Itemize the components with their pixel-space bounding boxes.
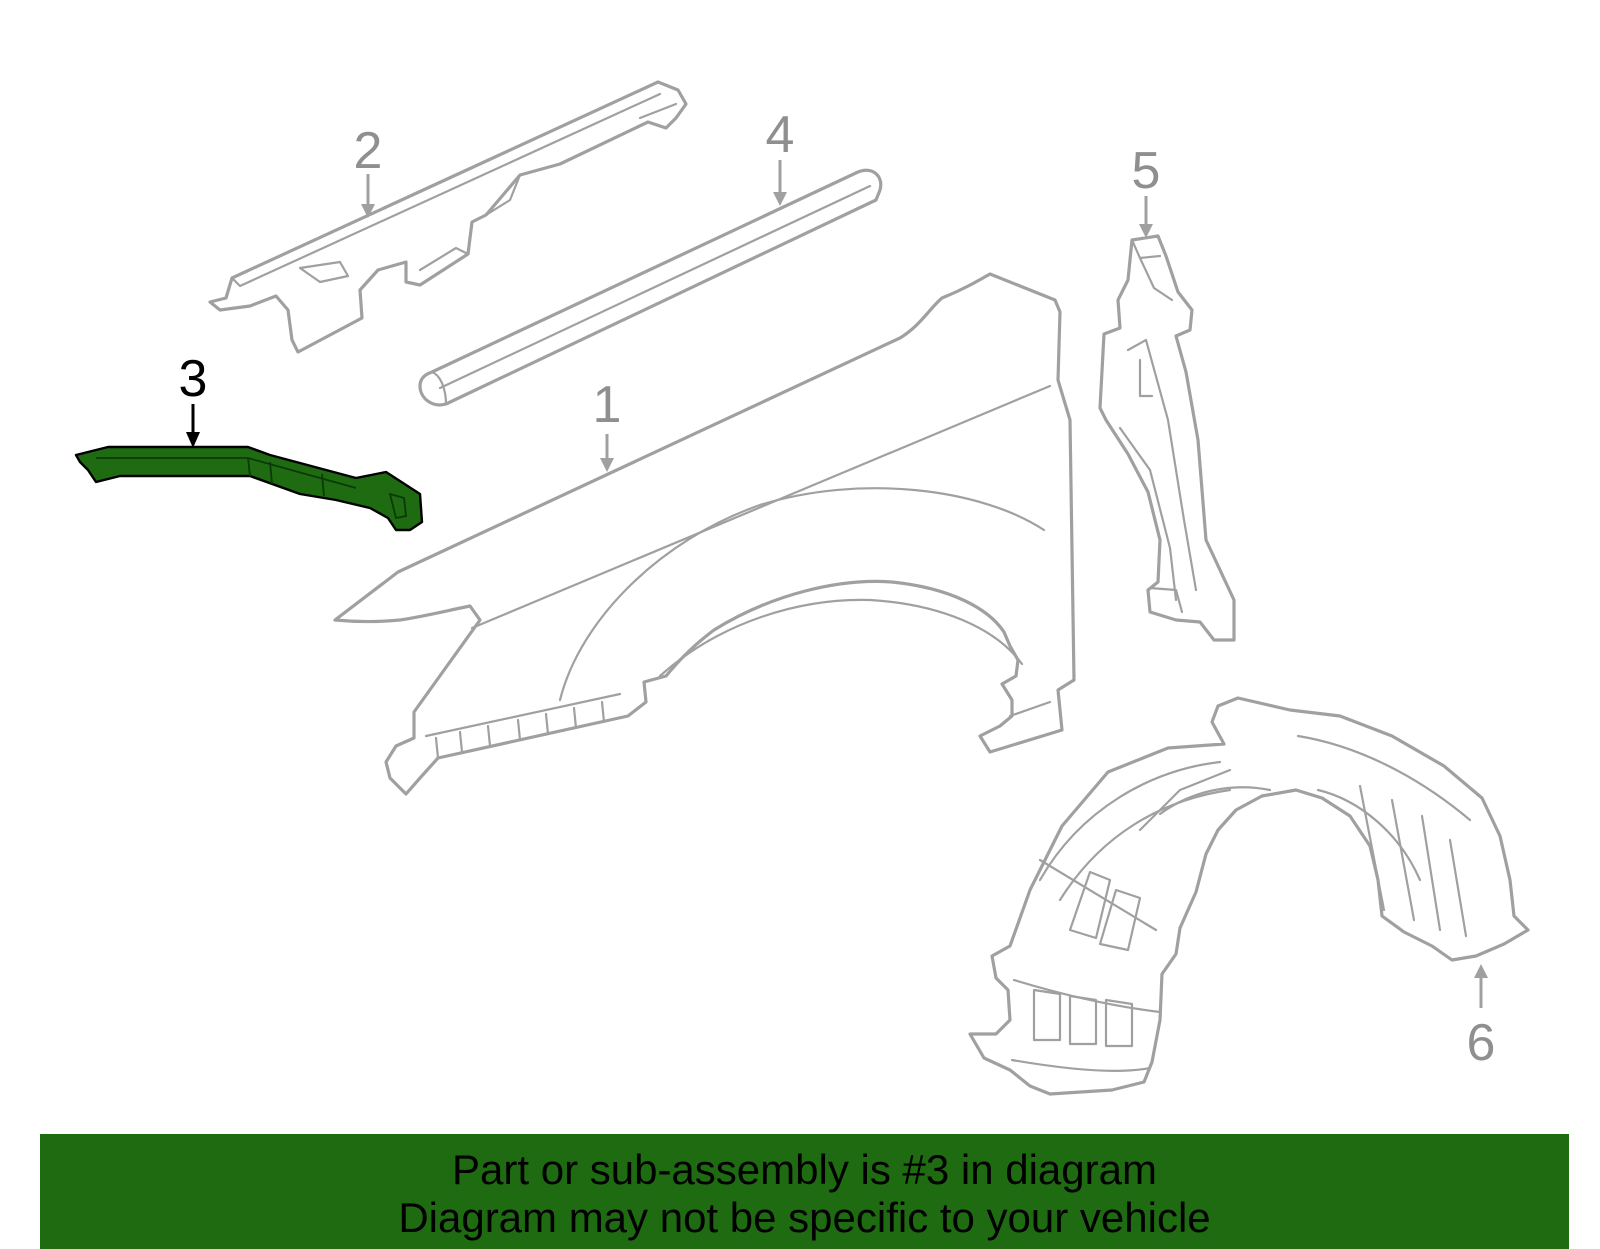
callout-6-arrowhead xyxy=(1474,964,1488,978)
callout-2-arrowhead xyxy=(361,204,375,218)
callout-4: 4 xyxy=(766,106,795,206)
callout-1-arrowhead xyxy=(600,458,614,472)
callout-5-label: 5 xyxy=(1132,142,1161,200)
part-3-bracket-highlighted xyxy=(74,445,424,532)
callout-2: 2 xyxy=(354,122,383,218)
banner-line-disclaimer: Diagram may not be specific to your vehi… xyxy=(398,1194,1211,1241)
callout-4-arrowhead xyxy=(773,192,787,206)
callout-6: 6 xyxy=(1467,964,1496,1072)
callout-3-label: 3 xyxy=(179,350,208,408)
part-1-fender xyxy=(333,272,1076,796)
part-6-liner xyxy=(968,696,1530,1096)
callout-1: 1 xyxy=(593,376,622,472)
part-5-shield xyxy=(1098,234,1236,642)
callout-5-arrowhead xyxy=(1139,224,1153,238)
banner-line-part: Part or sub-assembly is #3 in diagram xyxy=(452,1146,1157,1193)
part-2-upper-bracket xyxy=(208,80,688,354)
callout-4-label: 4 xyxy=(766,106,795,164)
callout-1-label: 1 xyxy=(593,376,622,434)
callout-3-arrowhead xyxy=(186,432,200,448)
callout-3: 3 xyxy=(179,350,208,448)
part-4-molding xyxy=(418,168,883,407)
info-banner: Part or sub-assembly is #3 in diagram Di… xyxy=(40,1134,1569,1249)
callout-2-label: 2 xyxy=(354,122,383,180)
callout-5: 5 xyxy=(1132,142,1161,238)
callout-6-label: 6 xyxy=(1467,1014,1496,1072)
